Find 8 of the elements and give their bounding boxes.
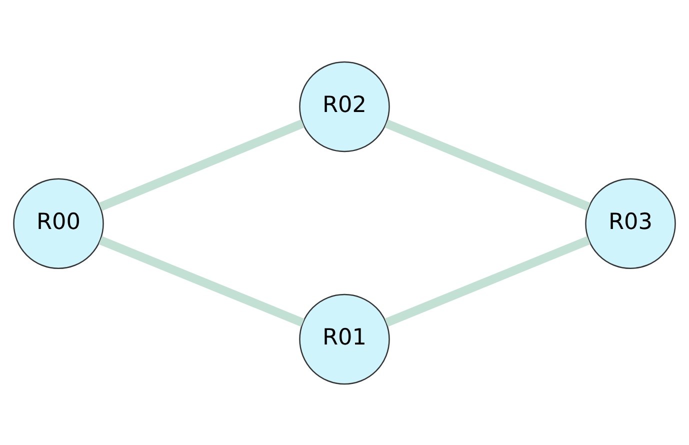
node-circle: R02 — [299, 60, 390, 152]
connector — [98, 236, 304, 326]
node-circle: R00 — [13, 178, 104, 268]
node-circle: R03 — [585, 178, 676, 268]
node-circle: R01 — [299, 293, 390, 384]
connector — [384, 118, 590, 210]
connector — [98, 118, 304, 210]
connector — [384, 236, 590, 326]
